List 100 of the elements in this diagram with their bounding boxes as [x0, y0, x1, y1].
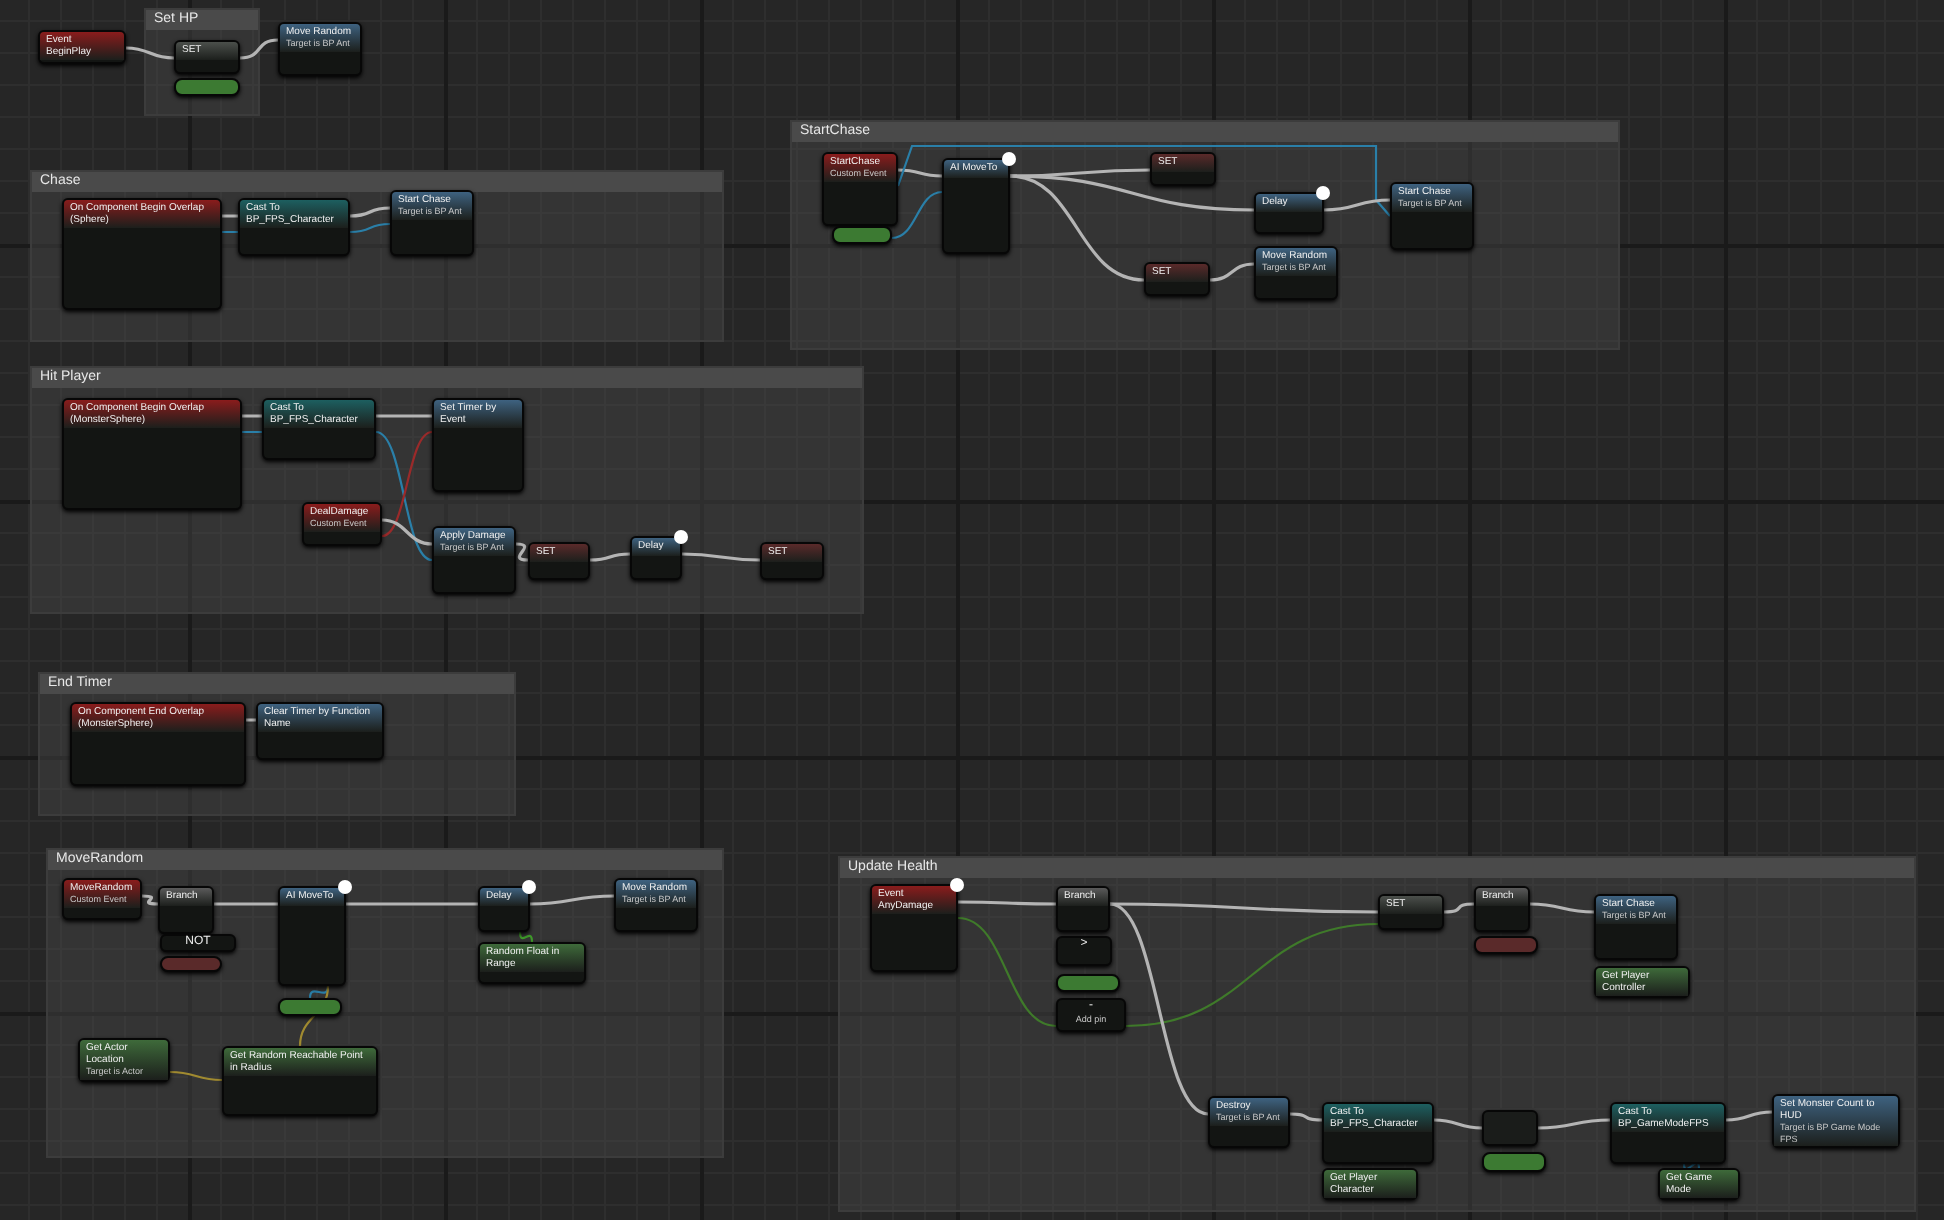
event-node [70, 702, 246, 786]
comment-box [30, 366, 864, 614]
cast-node [262, 398, 376, 460]
data-wire [896, 144, 1391, 217]
exec-wire [239, 38, 279, 60]
do-once-node [1482, 1110, 1538, 1146]
exec-wire [346, 902, 478, 906]
comment-box [144, 8, 260, 116]
data-wire [1125, 922, 1379, 1028]
exec-wire [376, 414, 432, 418]
branch-node [158, 886, 214, 934]
exec-wire [897, 168, 943, 178]
data-wire [308, 985, 330, 999]
setter-node [528, 542, 590, 580]
exec-wire [1289, 1112, 1323, 1122]
pure-function-node [78, 1038, 170, 1081]
function-node [630, 536, 682, 580]
comment-box [838, 856, 1916, 1212]
data-wire [518, 931, 534, 943]
pure-function-node [478, 942, 586, 984]
function-node [1390, 182, 1474, 250]
function-node [432, 398, 524, 492]
function-node [1594, 894, 1678, 960]
data-wire [349, 222, 391, 234]
variable-getter [832, 226, 892, 244]
data-wire [891, 190, 943, 240]
function-node [614, 878, 698, 932]
exec-wire [1110, 902, 1378, 914]
setter-node [1150, 152, 1216, 186]
setter-node [760, 542, 824, 580]
function-node [278, 886, 346, 986]
exec-wire [681, 552, 761, 562]
function-node [478, 886, 530, 932]
operator-node [1056, 998, 1126, 1032]
function-node [278, 22, 362, 76]
operator-node [160, 934, 236, 952]
exec-wire [214, 902, 278, 906]
function-node [1254, 246, 1338, 300]
cast-node [1610, 1102, 1726, 1164]
pure-function-node [1658, 1168, 1740, 1200]
setter-node [1378, 894, 1444, 930]
variable-getter [174, 78, 240, 96]
exec-wire [1009, 174, 1145, 282]
exec-wire [515, 542, 529, 562]
exec-wire [242, 414, 262, 418]
event-node [302, 502, 382, 546]
exec-wire [1323, 198, 1391, 212]
function-node [1772, 1094, 1900, 1148]
exec-wire [1009, 174, 1255, 212]
function-node [942, 158, 1010, 254]
data-wire [381, 430, 433, 538]
cast-node [238, 198, 350, 256]
data-wire [169, 1070, 223, 1082]
event-node [62, 878, 142, 920]
event-node [870, 884, 958, 972]
comment-box [790, 120, 1620, 350]
exec-wire [349, 206, 391, 218]
exec-wire [958, 900, 1056, 906]
data-wire [375, 430, 433, 562]
event-node [822, 152, 898, 226]
variable-getter [1474, 936, 1538, 954]
exec-wire [1209, 262, 1255, 282]
pure-function-node [222, 1046, 378, 1116]
pure-function-node [1322, 1168, 1418, 1200]
operator-node [1056, 936, 1112, 966]
data-wire [222, 230, 238, 234]
exec-wire [381, 518, 433, 546]
exec-wire [1433, 1118, 1483, 1130]
branch-node [1474, 886, 1530, 932]
setter-node [1144, 262, 1210, 296]
function-node [1208, 1096, 1290, 1148]
exec-wire [589, 552, 631, 562]
setter-node [174, 40, 240, 74]
event-node [62, 198, 222, 310]
comment-box [38, 672, 516, 816]
data-wire [1682, 1162, 1701, 1170]
exec-wire [1529, 902, 1595, 914]
exec-wire [222, 214, 238, 218]
exec-wire [1725, 1110, 1773, 1122]
variable-getter [160, 956, 222, 972]
exec-wire [141, 894, 159, 906]
comment-box [46, 848, 724, 1158]
pure-function-node [1594, 966, 1690, 998]
data-wire [242, 430, 262, 434]
variable-getter [1482, 1152, 1546, 1172]
function-node [1254, 192, 1324, 234]
branch-node [1056, 886, 1110, 932]
function-node [390, 190, 474, 256]
variable-getter [278, 998, 342, 1016]
exec-wire [529, 894, 615, 906]
cast-node [1322, 1102, 1434, 1164]
variable-getter [1056, 974, 1120, 992]
exec-wire [1443, 902, 1475, 914]
data-wire [957, 916, 1057, 1028]
exec-wire [125, 46, 175, 60]
exec-wire [246, 718, 256, 722]
function-node [432, 526, 516, 594]
comment-box [30, 170, 724, 342]
event-node [62, 398, 242, 510]
exec-wire [1537, 1118, 1611, 1130]
